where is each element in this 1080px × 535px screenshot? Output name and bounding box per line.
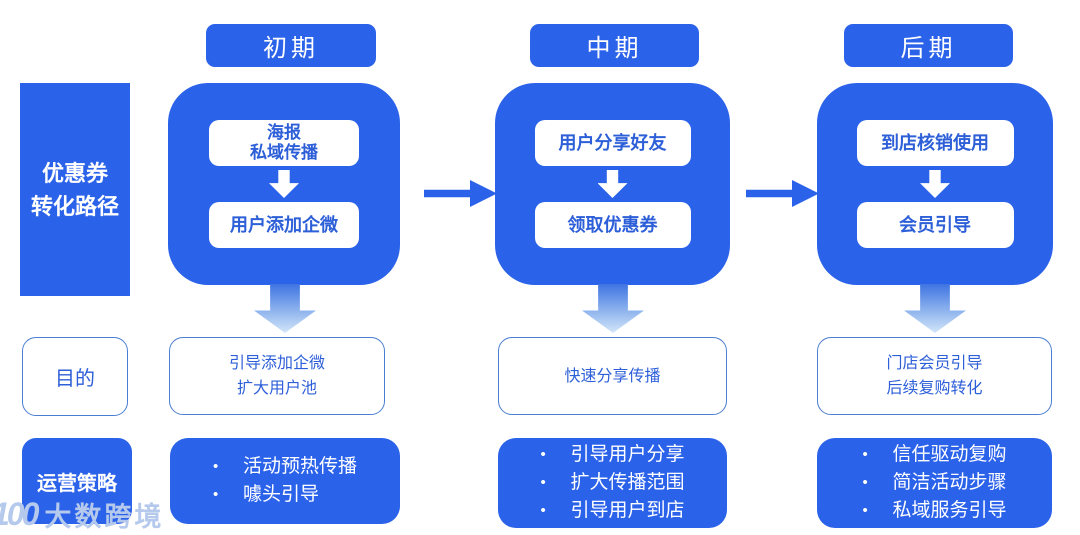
gradient-down-arrow-icon bbox=[904, 284, 966, 333]
step-line: 海报 bbox=[267, 123, 301, 142]
purpose-early: 引导添加企微 扩大用户池 bbox=[169, 337, 385, 415]
strategy-text: 活动预热传播 bbox=[242, 456, 357, 477]
step-line: 领取优惠券 bbox=[567, 215, 658, 235]
row-label-purpose: 目的 bbox=[22, 337, 128, 416]
purpose-line: 门店会员引导 bbox=[886, 355, 983, 372]
dashukuajing-logo: 100 大数跨境 bbox=[0, 495, 164, 534]
step-member-guide: 会员引导 bbox=[856, 202, 1014, 248]
gradient-down-arrow-icon bbox=[254, 284, 316, 333]
strategy-item: • 私域服务引导 bbox=[862, 497, 1006, 525]
bullet-icon: • bbox=[212, 458, 219, 475]
purpose-line: 后续复购转化 bbox=[886, 380, 983, 397]
flow-box-late: 到店核销使用 会员引导 bbox=[817, 83, 1053, 285]
step-poster-private-spread: 海报 私域传播 bbox=[209, 120, 359, 166]
arrow-early-to-mid-icon bbox=[424, 180, 497, 207]
step-line: 私域传播 bbox=[250, 143, 318, 162]
phase-pill-mid: 中期 bbox=[530, 24, 699, 67]
purpose-line: 引导添加企微 bbox=[228, 355, 325, 372]
row-label-conversion-path: 优惠券 转化路径 bbox=[20, 83, 130, 296]
strategy-item: • 简洁活动步骤 bbox=[862, 469, 1006, 497]
strategy-mid: • 引导用户分享 • 扩大传播范围 • 引导用户到店 bbox=[498, 438, 727, 528]
step-add-wecom: 用户添加企微 bbox=[209, 202, 359, 248]
down-arrow-icon bbox=[597, 170, 628, 198]
strategy-early: • 活动预热传播 • 噱头引导 bbox=[170, 438, 400, 524]
strategy-late: • 信任驱动复购 • 简洁活动步骤 • 私域服务引导 bbox=[817, 438, 1052, 528]
purpose-line: 快速分享传播 bbox=[564, 367, 661, 385]
purpose-mid: 快速分享传播 bbox=[498, 337, 727, 415]
step-claim-coupon: 领取优惠券 bbox=[534, 202, 691, 248]
strategy-text: 私域服务引导 bbox=[892, 500, 1007, 521]
step-line: 会员引导 bbox=[899, 215, 971, 235]
strategy-text: 简洁活动步骤 bbox=[892, 472, 1007, 493]
purpose-late: 门店会员引导 后续复购转化 bbox=[817, 337, 1052, 415]
phase-pill-early: 初期 bbox=[206, 24, 376, 67]
strategy-item: • 信任驱动复购 bbox=[862, 441, 1006, 469]
bullet-icon: • bbox=[540, 474, 546, 491]
strategy-text: 引导用户到店 bbox=[570, 500, 685, 521]
strategy-text: 信任驱动复购 bbox=[892, 444, 1007, 465]
flow-box-early: 海报 私域传播 用户添加企微 bbox=[168, 83, 400, 285]
strategy-text: 噱头引导 bbox=[242, 484, 319, 505]
logo-100-icon: 100 bbox=[0, 496, 39, 532]
strategy-label-text: 运营策略 bbox=[37, 472, 117, 495]
down-arrow-icon bbox=[920, 170, 950, 198]
bullet-icon: • bbox=[540, 446, 546, 463]
strategy-item: • 引导用户到店 bbox=[540, 497, 684, 525]
bullet-icon: • bbox=[862, 446, 868, 463]
step-share-friends: 用户分享好友 bbox=[534, 120, 691, 166]
bullet-icon: • bbox=[862, 474, 868, 491]
strategy-item: • 活动预热传播 bbox=[213, 453, 357, 481]
strategy-text: 引导用户分享 bbox=[570, 444, 685, 465]
phase-pill-late: 后期 bbox=[844, 24, 1013, 67]
strategy-item: • 引导用户分享 bbox=[540, 441, 684, 469]
flow-box-mid: 用户分享好友 领取优惠券 bbox=[495, 83, 730, 285]
path-label-line1: 优惠券 bbox=[41, 160, 108, 186]
purpose-line: 扩大用户池 bbox=[236, 380, 317, 397]
row-label-strategy: 运营策略 bbox=[22, 438, 132, 524]
strategy-item: • 噱头引导 bbox=[213, 481, 357, 509]
path-label-line2: 转化路径 bbox=[30, 193, 119, 219]
arrow-mid-to-late-icon bbox=[746, 180, 819, 207]
step-line: 到店核销使用 bbox=[881, 133, 989, 153]
logo-text: 大数跨境 bbox=[44, 502, 165, 532]
strategy-text: 扩大传播范围 bbox=[570, 472, 685, 493]
step-line: 用户添加企微 bbox=[230, 215, 338, 235]
bullet-icon: • bbox=[540, 502, 546, 519]
step-redeem-instore: 到店核销使用 bbox=[856, 120, 1014, 166]
strategy-item: • 扩大传播范围 bbox=[540, 469, 684, 497]
bullet-icon: • bbox=[862, 502, 868, 519]
bullet-icon: • bbox=[212, 486, 219, 503]
down-arrow-icon bbox=[269, 170, 299, 198]
purpose-label-text: 目的 bbox=[55, 368, 95, 390]
gradient-down-arrow-icon bbox=[582, 284, 644, 333]
step-line: 用户分享好友 bbox=[558, 133, 667, 153]
